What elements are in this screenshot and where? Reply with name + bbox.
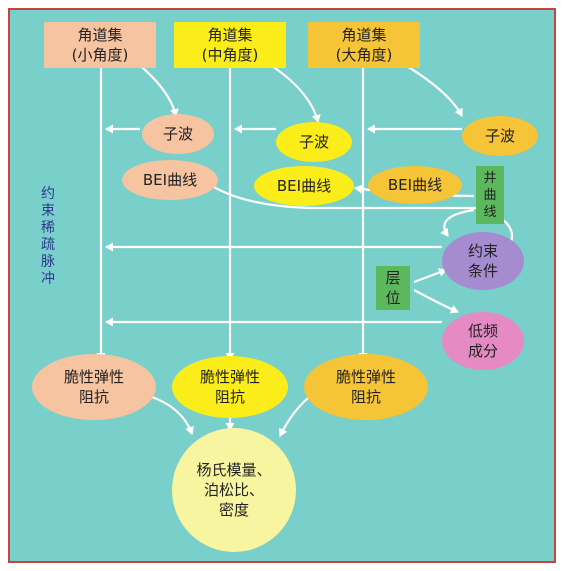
constraint-line-2: 条件 — [467, 262, 498, 280]
constraint-condition: 约束 条件 — [442, 232, 524, 290]
horizon-char-1: 层 — [385, 269, 401, 287]
result-line-1: 杨氏模量、 — [196, 461, 272, 479]
arrow-to-wavelet-1 — [135, 61, 179, 117]
impedance-mid-line-2: 阻抗 — [214, 388, 245, 406]
result-line-2: 泊松比、 — [203, 481, 264, 499]
bei-curve-large: BEI曲线 — [368, 166, 462, 204]
header-large-title: 角道集 — [341, 26, 387, 44]
well-curve-char-3: 线 — [483, 204, 497, 220]
header-large-subtitle: (大角度) — [335, 46, 393, 64]
well-curve-char-2: 曲 — [483, 187, 497, 203]
well-curve-char-1: 井 — [483, 170, 497, 186]
impedance-large-line-2: 阻抗 — [350, 388, 381, 406]
diagram-frame: 角道集 (小角度) 角道集 (中角度) 角道集 (大角度) 子波 子波 子波 B… — [8, 8, 556, 563]
arrow-to-wavelet-3 — [399, 61, 463, 117]
sparse-spike-label: 约束稀疏脉冲 — [41, 186, 55, 287]
impedance-small-line-1: 脆性弹性 — [63, 368, 124, 386]
bei-curve-mid-label: BEI曲线 — [276, 177, 332, 195]
bei-curve-mid: BEI曲线 — [254, 166, 354, 206]
result-elastic-parameters: 杨氏模量、 泊松比、 密度 — [172, 428, 296, 552]
wavelet-small-label: 子波 — [162, 125, 193, 143]
low-frequency-line-1: 低频 — [467, 322, 498, 340]
arrow-to-wavelet-2 — [265, 61, 321, 123]
result-line-3: 密度 — [218, 501, 249, 519]
horizon-box: 层 位 — [376, 266, 410, 310]
arrow-horizon-to-constraint — [413, 268, 447, 284]
bei-curve-small: BEI曲线 — [122, 160, 218, 200]
header-small-title: 角道集 — [77, 26, 123, 44]
arrow-well-to-constraint — [440, 208, 475, 237]
header-mid-subtitle: (中角度) — [201, 46, 259, 64]
header-small-subtitle: (小角度) — [71, 46, 129, 64]
constraint-line-1: 约束 — [467, 242, 498, 260]
wavelet-large-label: 子波 — [484, 127, 515, 145]
wavelet-small: 子波 — [142, 114, 214, 154]
impedance-large: 脆性弹性 阻抗 — [304, 354, 428, 420]
bei-curve-large-label: BEI曲线 — [387, 176, 443, 194]
arrow-imp3-to-result — [279, 394, 313, 437]
well-curve-box: 井 曲 线 — [476, 166, 504, 224]
arrow-horizon-to-lowfreq — [413, 289, 459, 314]
impedance-large-line-1: 脆性弹性 — [335, 368, 396, 386]
impedance-mid: 脆性弹性 阻抗 — [172, 356, 288, 418]
low-frequency-line-2: 成分 — [467, 342, 498, 360]
header-large-angle: 角道集 (大角度) — [308, 22, 420, 68]
impedance-mid-line-1: 脆性弹性 — [199, 368, 260, 386]
header-mid-title: 角道集 — [207, 26, 253, 44]
impedance-small: 脆性弹性 阻抗 — [32, 354, 156, 420]
header-small-angle: 角道集 (小角度) — [44, 22, 156, 68]
wavelet-mid: 子波 — [276, 122, 352, 162]
impedance-small-line-2: 阻抗 — [78, 388, 109, 406]
header-mid-angle: 角道集 (中角度) — [174, 22, 286, 68]
bei-curve-small-label: BEI曲线 — [142, 171, 198, 189]
wavelet-mid-label: 子波 — [298, 133, 329, 151]
wavelet-large: 子波 — [462, 116, 538, 156]
horizon-char-2: 位 — [385, 289, 401, 307]
low-frequency-component: 低频 成分 — [442, 312, 524, 370]
